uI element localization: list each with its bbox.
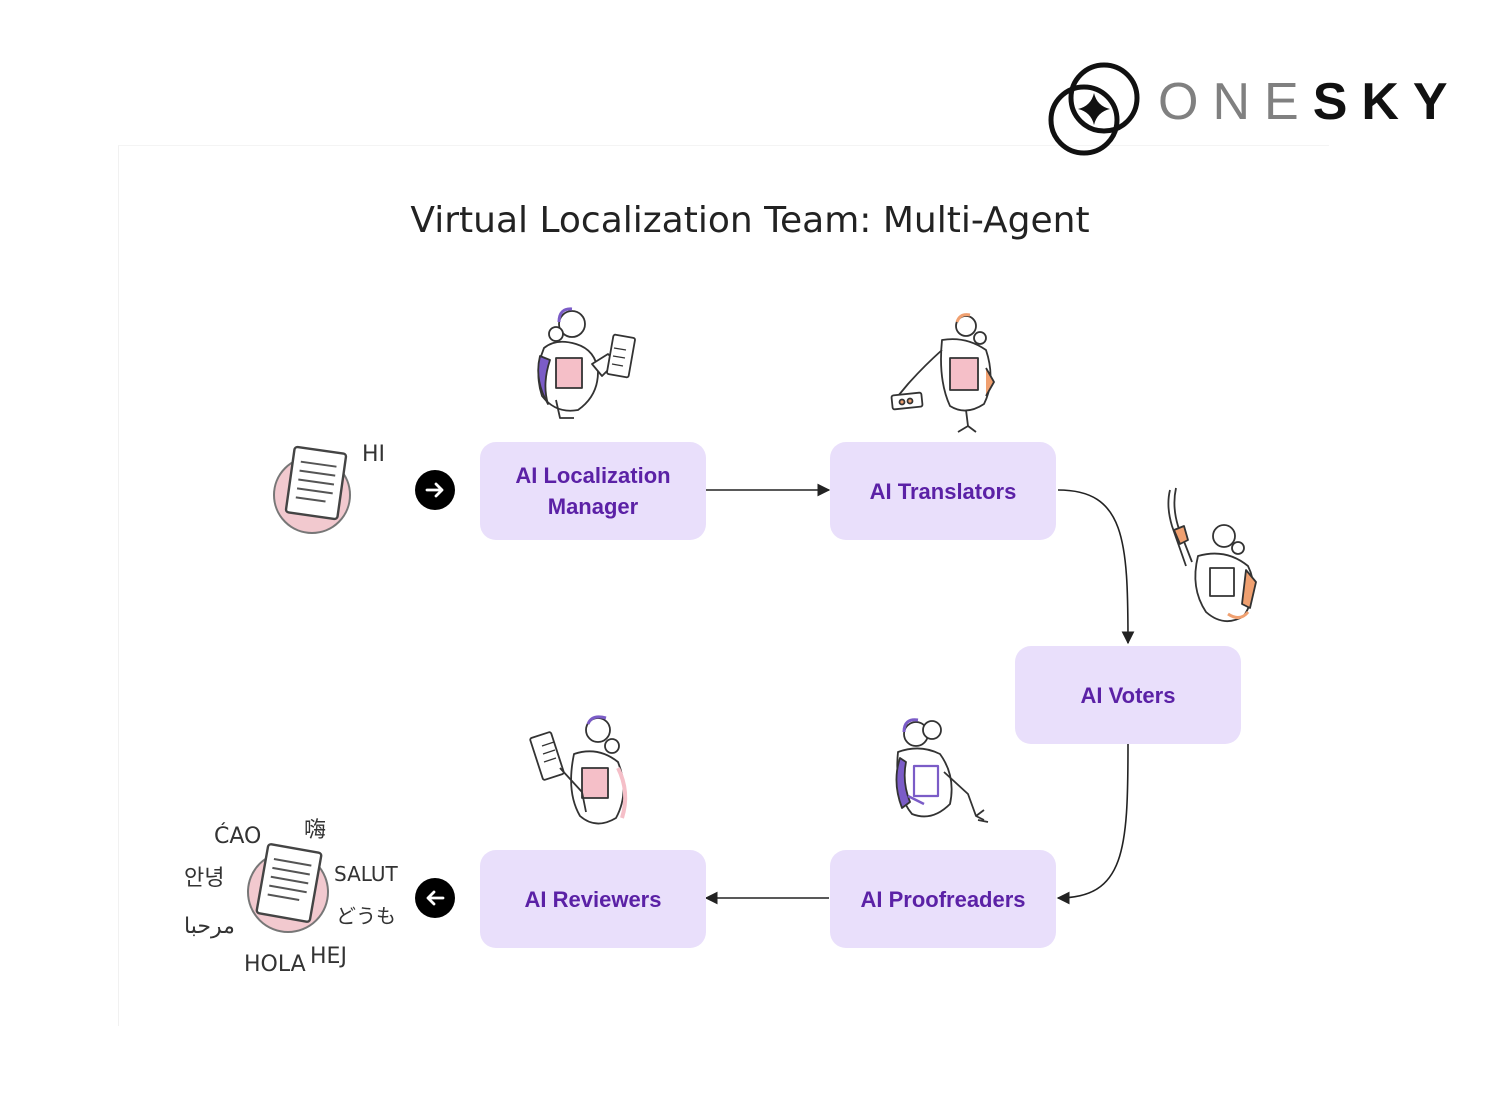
output-word-chinese: 嗨	[304, 818, 327, 843]
node-ai-voters: AI Voters	[1015, 646, 1241, 744]
node-ai-localization-manager: AI Localization Manager	[480, 442, 706, 540]
arrow-right-icon	[425, 482, 444, 498]
translated-document-icon	[247, 843, 329, 933]
arrow-left-icon	[426, 890, 445, 906]
robot-reviewer-illustration	[529, 715, 628, 825]
logo-text-sky: SKY	[1312, 73, 1462, 131]
robot-voter-illustration	[1167, 487, 1257, 622]
onesky-rings-icon	[1048, 62, 1140, 156]
node-label-voters: AI Voters	[1080, 682, 1176, 708]
logo-text-one: ONE	[1158, 73, 1313, 131]
output-word-hej: HEJ	[310, 944, 347, 969]
node-ai-reviewers: AI Reviewers	[480, 850, 706, 948]
output-word-salut: SALUT	[334, 862, 398, 886]
output-word-arabic: مرحبا	[184, 914, 235, 939]
robot-proofreader-illustration	[895, 718, 989, 823]
arrow-voters-to-proofreaders	[1056, 743, 1129, 905]
start-arrow-button	[415, 470, 455, 510]
output-word-cao: ĆAO	[214, 824, 262, 849]
output-word-japanese: どうも	[336, 904, 396, 928]
node-ai-translators: AI Translators	[830, 442, 1056, 540]
diagram-title: Virtual Localization Team: Multi-Agent	[410, 200, 1090, 241]
robot-manager-illustration	[537, 307, 636, 419]
output-word-hola: HOLA	[244, 952, 306, 977]
node-label-manager: AI Localization Manager	[515, 463, 671, 519]
output-word-korean: 안녕	[184, 866, 225, 891]
node-label-proofreaders: AI Proofreaders	[860, 886, 1026, 912]
node-label-translators: AI Translators	[869, 478, 1017, 504]
onesky-wordmark: ONESKY	[1158, 76, 1462, 128]
end-arrow-button	[415, 878, 455, 918]
arrow-translators-to-voters	[1057, 489, 1135, 645]
node-ai-proofreaders: AI Proofreaders	[830, 850, 1056, 948]
node-label-reviewers: AI Reviewers	[524, 886, 662, 912]
robot-translator-illustration	[890, 313, 995, 433]
onesky-logo: ONESKY	[1048, 62, 1458, 158]
source-document-icon	[273, 445, 351, 534]
source-word: HI	[362, 442, 386, 467]
